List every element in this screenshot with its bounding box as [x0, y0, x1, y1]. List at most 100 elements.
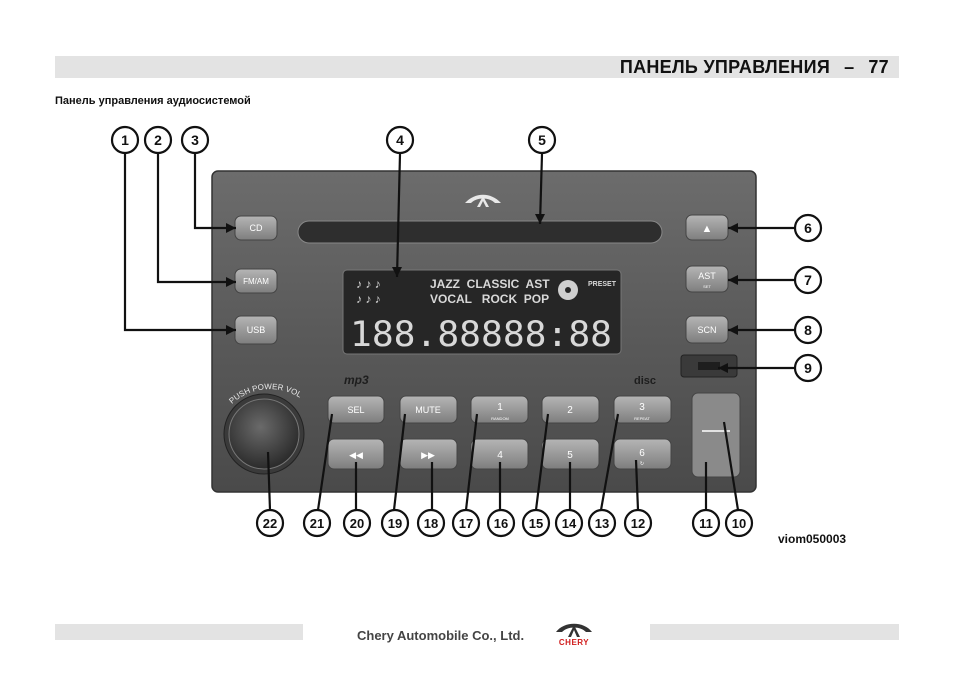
- fm-am-button[interactable]: FM/AM: [234, 268, 278, 294]
- sel-button[interactable]: SEL: [327, 395, 385, 424]
- svg-text:CD: CD: [250, 223, 263, 233]
- footer-bar-right: [650, 624, 899, 640]
- chery-logo: [465, 194, 501, 207]
- genre-icons-row2: ♪ ♪ ♪: [356, 292, 381, 306]
- svg-text:6: 6: [804, 220, 812, 236]
- svg-text:17: 17: [459, 516, 473, 531]
- callout-7: 7: [793, 265, 823, 295]
- callout-1: 1: [110, 125, 140, 155]
- svg-text:5: 5: [567, 450, 573, 461]
- figure-subtitle: Панель управления аудиосистемой: [55, 95, 251, 107]
- page-header-bar: ПАНЕЛЬ УПРАВЛЕНИЯ–77: [55, 56, 899, 78]
- eject-button[interactable]: ▲: [685, 214, 729, 241]
- svg-text:FM/AM: FM/AM: [243, 277, 269, 286]
- svg-text:1: 1: [121, 132, 129, 148]
- mp3-logo: mp3: [344, 373, 369, 387]
- callout-11: 11: [691, 508, 721, 538]
- svg-text:4: 4: [497, 450, 503, 461]
- svg-text:SET: SET: [703, 284, 711, 289]
- callout-2: 2: [143, 125, 173, 155]
- scn-button[interactable]: SCN: [685, 315, 729, 344]
- leader-arrowheads: [226, 214, 738, 373]
- callout-numbers: 1 2 3 4 5 6 7 8 9 10 11 12 13 14 15 16 1…: [110, 125, 823, 538]
- callout-18: 18: [416, 508, 446, 538]
- svg-text:AST: AST: [698, 271, 716, 281]
- footer-company: Chery Automobile Co., Ltd.: [357, 628, 525, 643]
- preset-6-button[interactable]: 6↻: [613, 438, 672, 470]
- svg-text:◀◀: ◀◀: [349, 450, 363, 460]
- svg-text:18: 18: [424, 516, 438, 531]
- svg-text:13: 13: [595, 516, 609, 531]
- genres-row2: VOCAL ROCK POP: [430, 292, 549, 306]
- svg-text:15: 15: [529, 516, 543, 531]
- page-header: ПАНЕЛЬ УПРАВЛЕНИЯ–77: [620, 57, 889, 78]
- callout-21: 21: [302, 508, 332, 538]
- svg-text:↻: ↻: [640, 461, 644, 467]
- svg-text:SCN: SCN: [697, 325, 716, 335]
- callout-6: 6: [793, 213, 823, 243]
- svg-text:6: 6: [639, 448, 645, 459]
- svg-text:3: 3: [191, 132, 199, 148]
- cd-slot[interactable]: [297, 220, 663, 244]
- footer-chery-logo: CHERY: [549, 620, 599, 650]
- callout-10: 10: [724, 508, 754, 538]
- cd-button[interactable]: CD: [234, 215, 278, 241]
- preset-4-button[interactable]: 4: [470, 438, 529, 470]
- callout-22: 22: [255, 508, 285, 538]
- svg-text:11: 11: [699, 516, 713, 531]
- lcd-display: ♪ ♪ ♪ ♪ ♪ ♪ JAZZ CLASSIC AST VOCAL ROCK …: [342, 269, 622, 355]
- header-dash: –: [844, 57, 855, 77]
- preset-2-button[interactable]: 2: [541, 395, 600, 424]
- segment-readout: 188.88888:88: [350, 315, 612, 355]
- figure-code: viom050003: [778, 532, 847, 546]
- callout-5: 5: [527, 125, 557, 155]
- svg-text:MUTE: MUTE: [415, 405, 441, 415]
- footer-bar-left: [55, 624, 303, 640]
- ast-button[interactable]: AST SET: [685, 265, 729, 293]
- genres-row1: JAZZ CLASSIC AST: [430, 277, 550, 291]
- chery-emblem-icon: [556, 623, 592, 637]
- usb-port[interactable]: [680, 354, 738, 378]
- usb-button[interactable]: USB: [234, 315, 278, 345]
- svg-text:1: 1: [497, 402, 503, 413]
- svg-text:8: 8: [804, 322, 812, 338]
- svg-text:▲: ▲: [702, 223, 713, 235]
- genre-icons-row1: ♪ ♪ ♪: [356, 277, 381, 291]
- volume-knob[interactable]: [223, 393, 305, 475]
- svg-text:4: 4: [396, 132, 404, 148]
- svg-text:5: 5: [538, 132, 546, 148]
- svg-text:2: 2: [567, 405, 573, 416]
- callout-12: 12: [623, 508, 653, 538]
- callout-17: 17: [451, 508, 481, 538]
- svg-text:USB: USB: [247, 325, 266, 335]
- svg-text:▶▶: ▶▶: [421, 450, 435, 460]
- fast-forward-button[interactable]: ▶▶: [399, 438, 458, 470]
- callout-13: 13: [587, 508, 617, 538]
- svg-text:3: 3: [639, 402, 645, 413]
- footer-logo-text: CHERY: [558, 638, 590, 647]
- callout-3: 3: [180, 125, 210, 155]
- svg-text:14: 14: [562, 516, 577, 531]
- svg-text:22: 22: [263, 516, 277, 531]
- mute-button[interactable]: MUTE: [399, 395, 458, 424]
- svg-text:2: 2: [154, 132, 162, 148]
- svg-text:REPEAT: REPEAT: [634, 416, 650, 421]
- callout-20: 20: [342, 508, 372, 538]
- leader-lines: [123, 153, 795, 511]
- callout-16: 16: [486, 508, 516, 538]
- svg-text:20: 20: [350, 516, 364, 531]
- callout-14: 14: [554, 508, 584, 538]
- cover-flap[interactable]: [691, 392, 741, 478]
- section-title: ПАНЕЛЬ УПРАВЛЕНИЯ: [619, 57, 831, 77]
- svg-text:12: 12: [631, 516, 645, 531]
- callout-15: 15: [521, 508, 551, 538]
- svg-text:7: 7: [804, 272, 812, 288]
- svg-text:9: 9: [804, 360, 812, 376]
- svg-text:SEL: SEL: [347, 405, 364, 415]
- svg-text:21: 21: [310, 516, 324, 531]
- preset-label: PRESET: [588, 281, 617, 288]
- callout-4: 4: [385, 125, 415, 155]
